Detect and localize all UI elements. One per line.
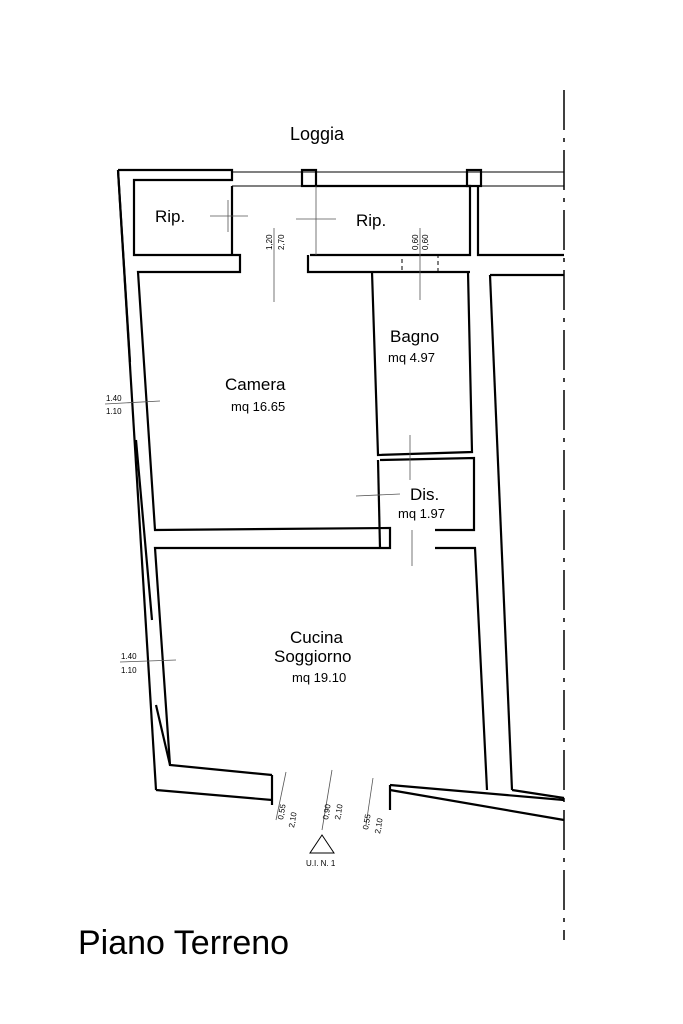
axis-line [365,777,374,826]
room-bagno-name: Bagno [390,327,439,346]
page-title: Piano Terreno [78,924,290,962]
dim-camera-window-height: 1.10 [106,407,122,416]
wall [476,186,564,257]
rip-2-wall [310,184,472,257]
room-rip-1: Rip. [155,207,185,226]
axis-line [275,771,287,821]
dim-window-width: 0,60 [411,234,420,250]
dim-entrance-2-height: 2,10 [333,803,345,820]
dim-entrance-3-width: 0,55 [361,813,373,830]
cucina-east-wall [435,546,489,791]
outer-wall-face [116,169,158,791]
bagno-wall [370,271,474,457]
outer-wall-south [389,788,565,822]
axis-line [321,769,333,831]
wall [306,255,470,274]
dim-door-height: 2,70 [277,234,286,250]
wall [511,788,565,800]
dim-cucina-window-width: 1.40 [121,652,137,661]
room-cucina-area: mq 19.10 [292,670,346,685]
outer-wall-south [155,788,273,802]
axis-line [355,493,401,497]
entrance-triangle-icon [309,834,335,854]
outer-wall [154,704,172,766]
outer-wall-south [389,783,565,802]
dim-camera-window-width: 1.40 [106,394,122,403]
room-cucina-name: Cucina [290,628,343,647]
dim-entrance-1-height: 2,10 [287,811,299,828]
outer-wall-west [118,168,392,777]
wall [488,274,514,791]
room-camera-name: Camera [225,375,286,394]
wall [376,459,382,549]
axis-line [104,400,161,405]
room-soggiorno-name: Soggiorno [274,647,352,666]
loggia-label: Loggia [290,124,345,144]
room-dis-name: Dis. [410,485,439,504]
dim-door-width: 1,20 [265,234,274,250]
room-dis-area: mq 1.97 [398,506,445,521]
dim-cucina-window-height: 1.10 [121,666,137,675]
dim-entrance-2-width: 0,90 [321,803,333,820]
dis-wall [379,456,476,532]
dim-entrance-1-width: 0,55 [276,803,288,820]
dim-entrance-3-height: 2,10 [373,817,385,834]
dim-window-height: 0,60 [421,234,430,250]
room-camera-area: mq 16.65 [231,399,285,414]
room-rip-2: Rip. [356,211,386,230]
outer-wall [134,439,154,621]
axis-line [119,659,177,663]
room-bagno-area: mq 4.97 [388,350,435,365]
entrance-marker: U.I. N. 1 [306,859,336,868]
